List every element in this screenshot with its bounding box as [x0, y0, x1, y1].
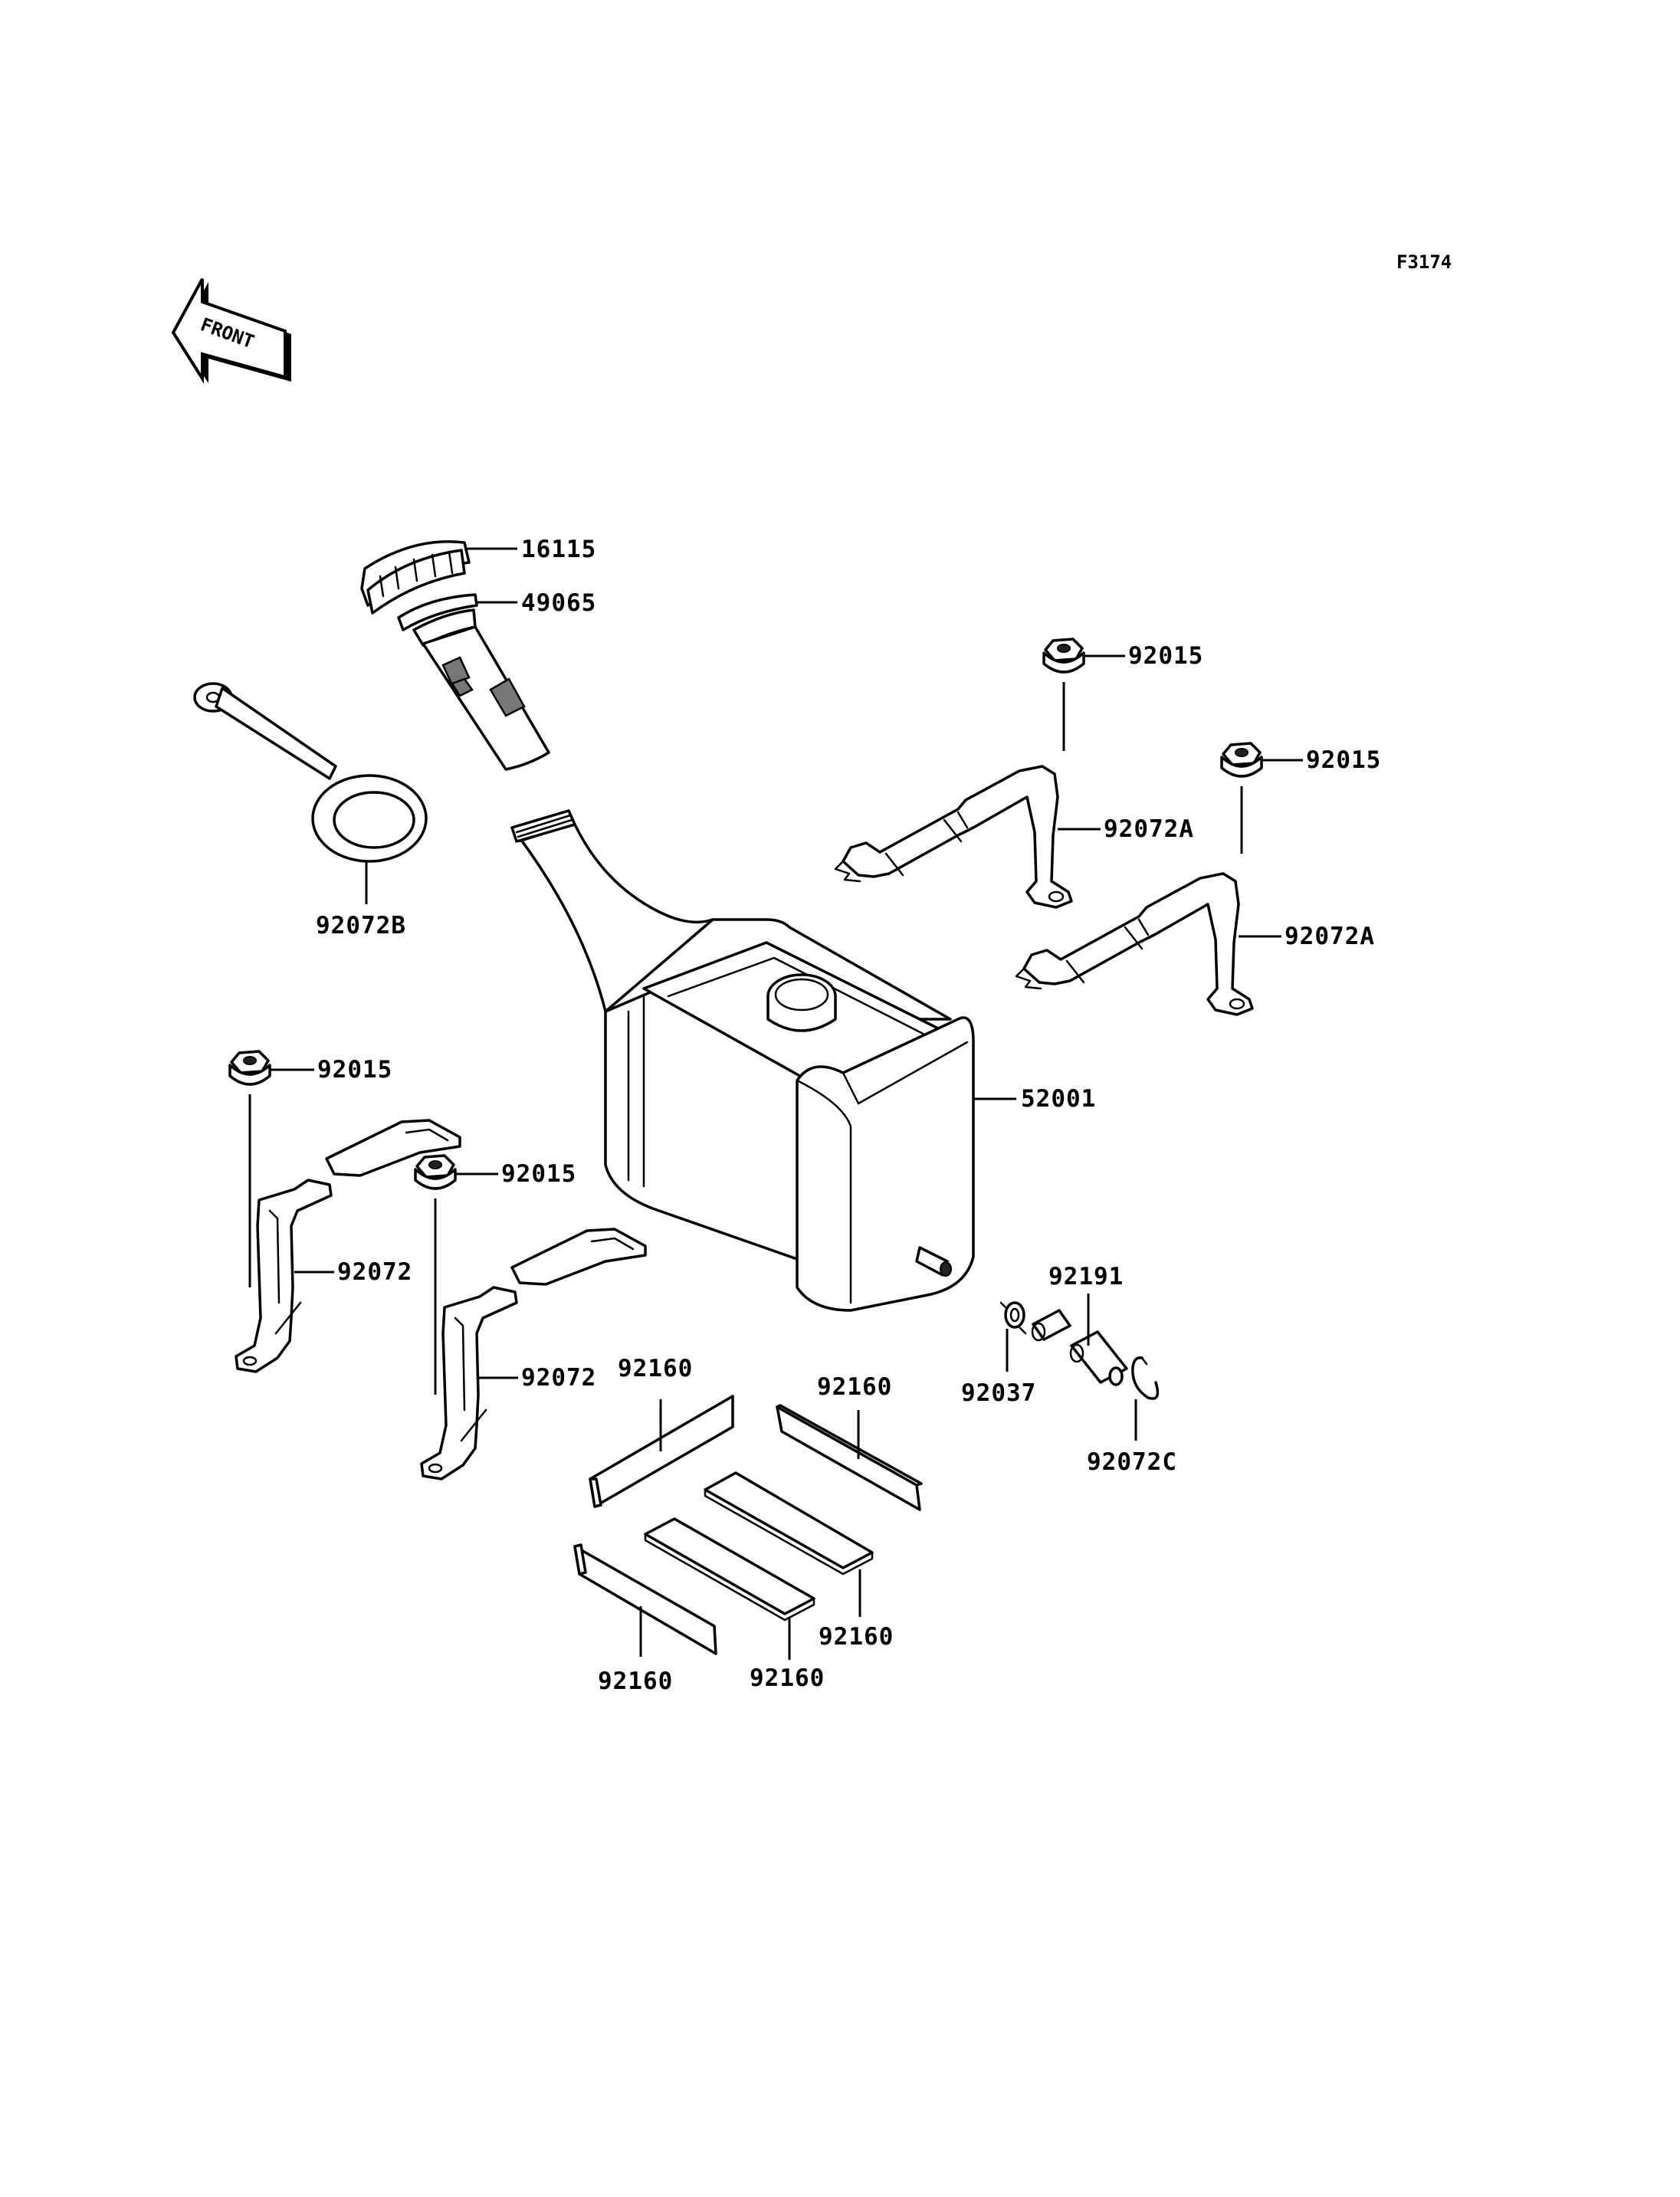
label-92160-4: 92160 [750, 1664, 825, 1692]
cap-strap [193, 682, 428, 863]
tank-band-left-b [420, 1228, 647, 1481]
figure-code: F3174 [1396, 251, 1452, 273]
label-92191: 92191 [1048, 1263, 1124, 1290]
label-49065: 49065 [521, 589, 596, 617]
oil-hose [1031, 1309, 1128, 1386]
label-92160-1: 92160 [618, 1355, 693, 1382]
tank-pad-4 [644, 1517, 815, 1622]
tank-band-upper-b [1015, 872, 1254, 1016]
flange-nut-upper-a [1042, 638, 1085, 674]
label-16115: 16115 [521, 536, 596, 563]
hose-clip [1131, 1356, 1160, 1400]
label-92160-5: 92160 [598, 1667, 673, 1695]
hose-clamp [999, 1301, 1027, 1335]
fuel-filter-screen [397, 593, 550, 771]
label-92072-left-b: 92072 [521, 1364, 596, 1392]
oil-tank [510, 809, 975, 1312]
label-52001: 52001 [1021, 1085, 1096, 1113]
label-92160-3: 92160 [819, 1623, 894, 1651]
tank-band-left-a [235, 1119, 461, 1373]
tank-pad-5 [573, 1543, 717, 1655]
label-92160-2: 92160 [817, 1373, 892, 1401]
flange-nut-upper-b [1220, 742, 1263, 778]
label-92015-upper-a: 92015 [1128, 642, 1203, 670]
label-92072a-upper-b: 92072A [1285, 923, 1375, 950]
tank-pad-3 [704, 1471, 874, 1576]
label-92072c: 92072C [1087, 1448, 1177, 1476]
tank-band-upper-a [834, 765, 1073, 909]
label-92015-left-a: 92015 [317, 1056, 392, 1084]
label-92015-upper-b: 92015 [1306, 746, 1381, 774]
flange-nut-left-b [414, 1154, 457, 1190]
label-92072-left-a: 92072 [337, 1258, 412, 1286]
tank-pad-2 [776, 1404, 923, 1511]
flange-nut-left-a [228, 1050, 271, 1086]
label-92015-left-b: 92015 [501, 1160, 576, 1188]
filler-cap [360, 539, 471, 615]
label-92037: 92037 [961, 1379, 1036, 1407]
front-arrow-icon: FRONT [171, 278, 291, 384]
label-92072a-upper-a: 92072A [1104, 815, 1194, 843]
label-92072b: 92072B [316, 912, 406, 939]
